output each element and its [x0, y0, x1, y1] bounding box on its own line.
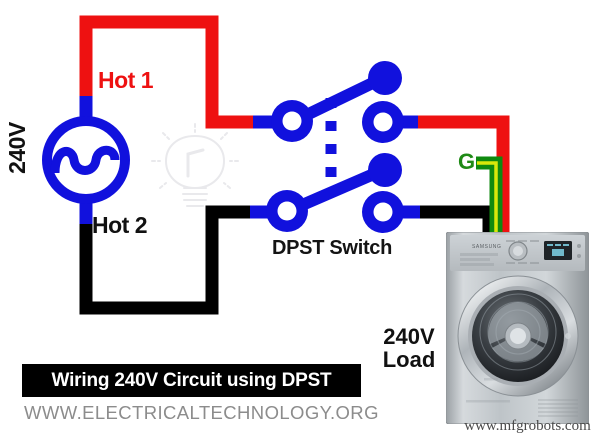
switch-pole2-contact-ball[interactable]: [368, 153, 402, 187]
dpst-switch-label: DPST Switch: [272, 237, 393, 259]
ac-source-symbol: [42, 116, 130, 204]
load-label: 240V Load: [382, 324, 436, 373]
ground-wire: [476, 156, 503, 243]
dryer-brand-mark: SAMSUNG: [472, 244, 501, 250]
hot1-wire: [79, 15, 292, 129]
site-url-text: WWW.ELECTRICALTECHNOLOGY.ORG: [24, 402, 379, 423]
light-bulb-watermark: [151, 123, 239, 207]
ground-yellow-stripe: [477, 161, 498, 243]
watermark-text: www.mfgrobots.com: [464, 418, 591, 434]
ground-label: G: [458, 149, 475, 174]
hot2-wire: [79, 202, 286, 315]
caption-bar: Wiring 240V Circuit using DPST: [22, 364, 361, 397]
switch-pole1-contact-ball[interactable]: [368, 61, 402, 95]
hot1-load-wire: [383, 115, 510, 242]
source-voltage-label: 240V: [3, 122, 30, 174]
hot1-label: Hot 1: [98, 67, 154, 93]
load-appliance-dryer: SAMSUNG: [446, 232, 589, 424]
caption-title: Wiring 240V Circuit using DPST: [51, 369, 332, 391]
dpst-switch-symbol[interactable]: [266, 61, 404, 233]
hot2-label: Hot 2: [92, 212, 148, 238]
